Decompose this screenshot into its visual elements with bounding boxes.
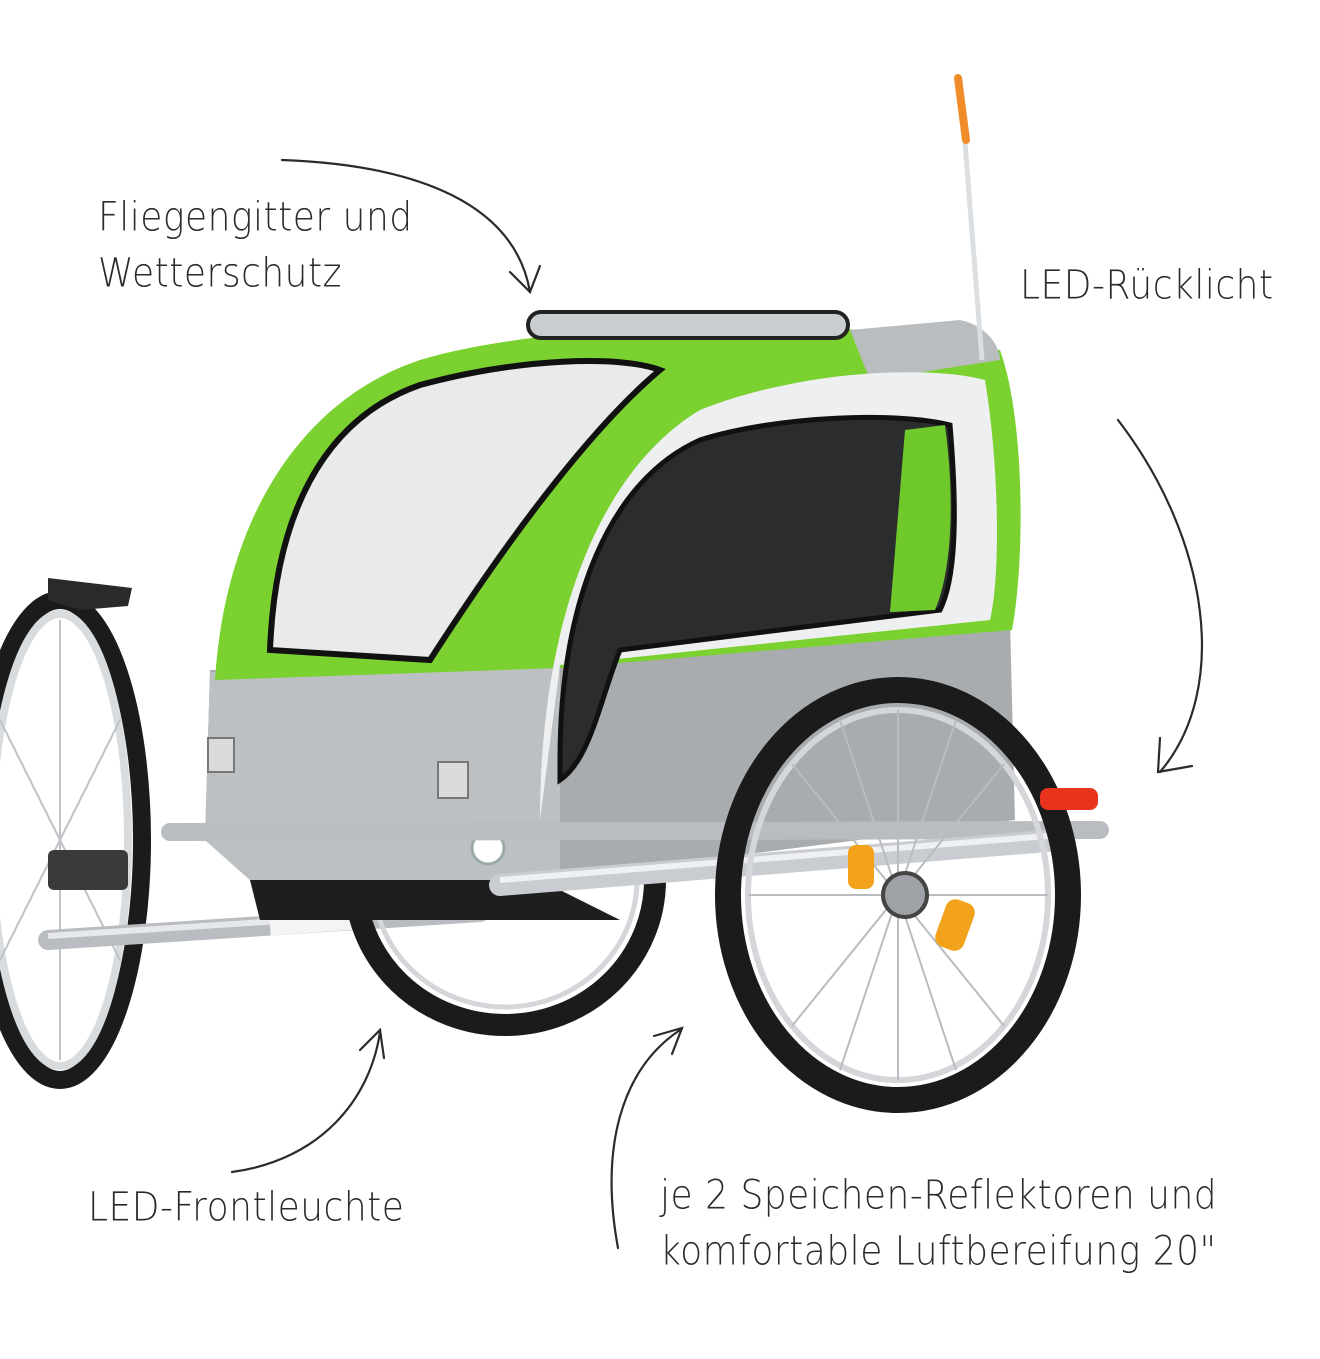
curved-arrow-icon	[1116, 418, 1203, 774]
annotation-mesh-weather-cover: Fliegengitter und Wetterschutz	[98, 190, 413, 302]
safety-flag	[954, 74, 985, 361]
curved-arrow-icon	[280, 158, 542, 294]
annotation-line: LED-Rücklicht	[1020, 262, 1274, 309]
annotation-line: komfortable Luftbereifung 20"	[660, 1228, 1217, 1275]
rear-led-light	[1040, 788, 1098, 810]
chassis	[161, 821, 1109, 896]
annotation-line: LED-Frontleuchte	[88, 1184, 405, 1231]
spoke-reflector	[935, 899, 975, 951]
curved-arrow-icon	[230, 1027, 386, 1174]
annotation-led-front-light: LED-Frontleuchte	[88, 1180, 404, 1236]
annotation-reflectors-tires: je 2 Speichen-Reflektoren und komfortabl…	[660, 1168, 1217, 1280]
annotation-led-rear-light: LED-Rücklicht	[1020, 258, 1274, 314]
wheel-front	[715, 677, 1081, 1113]
annotation-line: Fliegengitter und	[98, 194, 413, 241]
annotation-line: Wetterschutz	[98, 250, 343, 297]
annotation-line: je 2 Speichen-Reflektoren und	[660, 1172, 1218, 1219]
bicycle	[0, 578, 151, 1089]
curved-arrow-icon	[610, 1026, 684, 1250]
spoke-reflector	[848, 845, 874, 889]
